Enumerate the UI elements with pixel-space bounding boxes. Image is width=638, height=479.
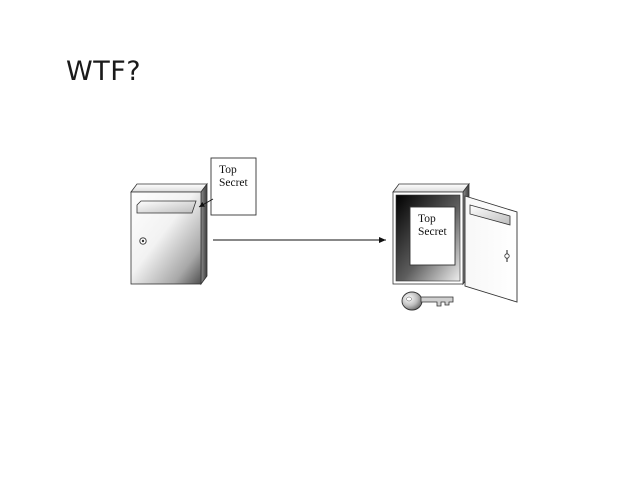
closed-mailbox-side: [200, 182, 208, 286]
insert-arrow: [198, 198, 214, 208]
mail-slot: [136, 200, 197, 214]
key-icon: [401, 291, 454, 311]
slide-title: WTF?: [66, 56, 142, 87]
closed-mailbox-top: [130, 183, 208, 193]
lock-icon: [139, 237, 147, 245]
left-secret-document: Top Secret: [210, 157, 257, 216]
right-secret-document: Top Secret: [409, 206, 456, 266]
right-doc-line2: Secret: [418, 226, 448, 238]
closed-mailbox: [130, 182, 208, 286]
open-mailbox-top: [392, 183, 470, 193]
door-latch-icon: [504, 250, 510, 262]
left-doc-line1: Top: [219, 164, 237, 176]
door-slot: [469, 204, 511, 226]
left-doc-line2: Secret: [219, 177, 249, 189]
right-doc-line1: Top: [418, 213, 436, 225]
